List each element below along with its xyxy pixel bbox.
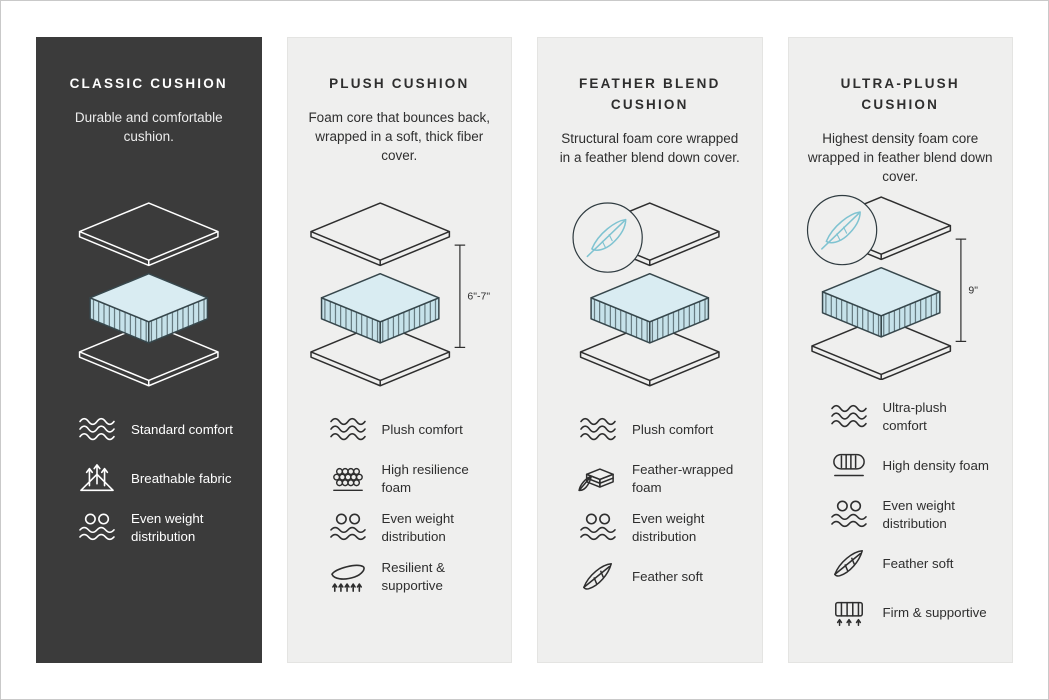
card-title: FEATHER BLEND CUSHION (578, 76, 721, 112)
cushion-foam-core (89, 273, 209, 344)
feature-row: Standard comfort (76, 412, 242, 448)
cushion-layers-illustration (54, 186, 244, 398)
feature-label: High density foam (882, 458, 989, 474)
feature-row: High resilience foam (327, 461, 493, 497)
breathable-icon (76, 462, 118, 496)
resilient-arrows-icon (327, 560, 369, 594)
card-feather-blend-cushion: FEATHER BLEND CUSHION Structural foam co… (537, 37, 763, 663)
feature-row: Even weight distribution (577, 510, 743, 546)
feature-label: Even weight distribution (882, 498, 955, 531)
firm-support-icon (828, 596, 870, 630)
feather-badge-icon (572, 202, 643, 274)
card-classic-cushion: CLASSIC CUSHION Durable and comfortable … (36, 37, 262, 663)
feature-label: Even weight distribution (131, 511, 204, 544)
density-foam-icon (828, 449, 870, 483)
feature-label: Plush comfort (381, 422, 463, 438)
feature-row: Firm & supportive (828, 595, 994, 631)
feature-list: Plush comfort Feather-wrapped foam Even … (555, 412, 745, 608)
feature-label: Plush comfort (632, 422, 714, 438)
feather-wrapped-foam-icon (577, 462, 619, 496)
feature-row: Feather soft (577, 559, 743, 595)
feature-row: Feather-wrapped foam (577, 461, 743, 497)
cushion-top-sheet (78, 202, 219, 267)
cushion-layers-illustration: 6"-7" (305, 186, 495, 398)
card-description: Structural foam core wrapped in a feathe… (559, 130, 740, 165)
waves-icon (577, 413, 619, 447)
feature-row: Resilient & supportive (327, 559, 493, 595)
feature-row: Feather soft (828, 546, 994, 582)
feature-label: Feather soft (632, 569, 703, 585)
waves-icon (828, 400, 870, 434)
waves-icon (76, 413, 118, 447)
height-indicator (454, 244, 465, 349)
feature-label: Resilient & supportive (381, 560, 446, 593)
feature-label: Firm & supportive (882, 605, 987, 621)
feather-icon (577, 560, 619, 594)
feather-badge-icon (806, 194, 877, 266)
feature-row: Even weight distribution (828, 497, 994, 533)
feather-icon (828, 547, 870, 581)
cushion-foam-core (320, 273, 440, 344)
cushion-layers-illustration: 9" (806, 186, 996, 385)
height-label: 9" (968, 284, 978, 296)
feature-list: Ultra-plush comfort High density foam Ev… (806, 399, 996, 644)
card-plush-cushion: PLUSH CUSHION Foam core that bounces bac… (286, 37, 512, 663)
cushion-layers-illustration (555, 186, 745, 398)
even-weight-icon (577, 511, 619, 545)
feature-label: Breathable fabric (131, 471, 232, 487)
card-header: ULTRA-PLUSH CUSHION Highest density foam… (806, 74, 996, 186)
feature-label: High resilience foam (381, 462, 469, 495)
card-title: ULTRA-PLUSH CUSHION (840, 76, 960, 112)
feature-label: Feather-wrapped foam (632, 462, 734, 495)
even-weight-icon (327, 511, 369, 545)
feature-list: Plush comfort High resilience foam Even … (305, 412, 495, 608)
cushion-foam-core (590, 273, 710, 344)
card-title: CLASSIC CUSHION (69, 76, 228, 91)
feature-row: Ultra-plush comfort (828, 399, 994, 435)
feature-label: Even weight distribution (381, 511, 454, 544)
card-description: Highest density foam core wrapped in fea… (807, 130, 993, 185)
card-title: PLUSH CUSHION (329, 76, 470, 91)
feature-label: Feather soft (882, 556, 954, 572)
feature-row: Plush comfort (327, 412, 493, 448)
card-description: Durable and comfortable cushion. (74, 109, 223, 145)
height-label: 6"-7" (467, 291, 490, 303)
feature-list: Standard comfort Breathable fabric Even … (54, 412, 244, 559)
card-header: PLUSH CUSHION Foam core that bounces bac… (305, 74, 495, 186)
feature-label: Standard comfort (131, 422, 233, 438)
foam-bubbles-icon (327, 462, 369, 496)
even-weight-icon (76, 511, 118, 545)
height-indicator (955, 238, 966, 342)
feature-label: Ultra-plush comfort (882, 400, 947, 433)
card-header: CLASSIC CUSHION Durable and comfortable … (54, 74, 244, 186)
cushion-top-sheet (309, 202, 450, 267)
card-description: Foam core that bounces back, wrapped in … (308, 109, 491, 164)
even-weight-icon (828, 498, 870, 532)
feature-row: Plush comfort (577, 412, 743, 448)
waves-icon (327, 413, 369, 447)
feature-row: Even weight distribution (76, 510, 242, 546)
card-ultra-plush-cushion: ULTRA-PLUSH CUSHION Highest density foam… (787, 37, 1013, 663)
feature-label: Even weight distribution (632, 511, 705, 544)
feature-row: Even weight distribution (327, 510, 493, 546)
feature-row: Breathable fabric (76, 461, 242, 497)
card-header: FEATHER BLEND CUSHION Structural foam co… (555, 74, 745, 186)
feature-row: High density foam (828, 448, 994, 484)
cushion-foam-core (821, 266, 941, 338)
